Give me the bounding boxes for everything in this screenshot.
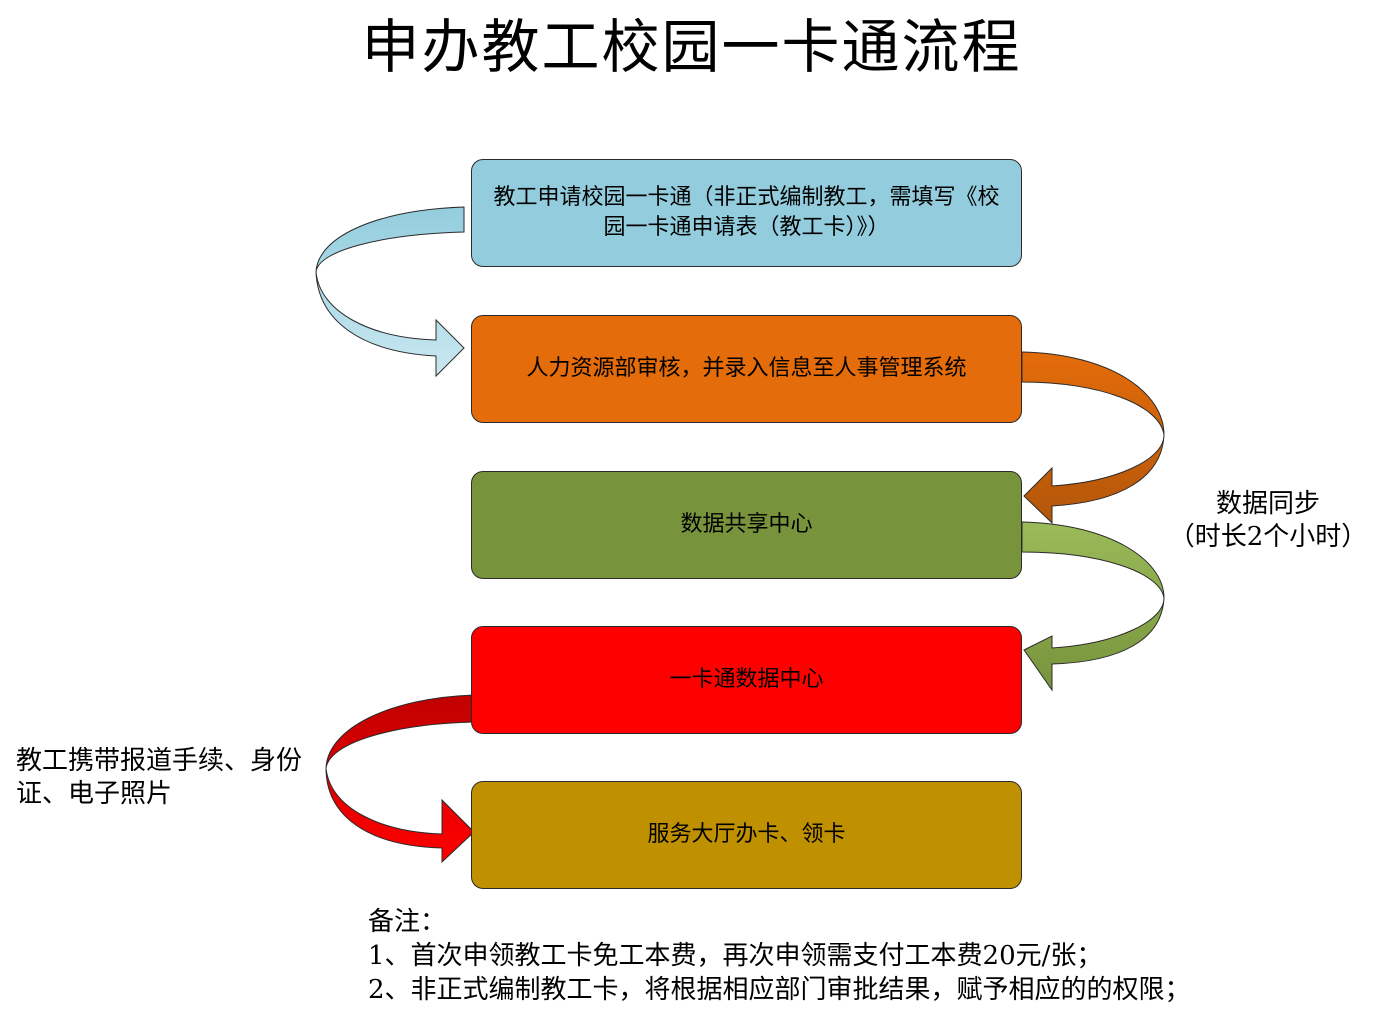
step-5-service-hall: 服务大厅办卡、领卡 [471,781,1022,889]
arrow-step1-to-step2 [315,206,465,378]
notes-heading: 备注： [368,907,447,937]
notes: 备注： 1、首次申领教工卡免工本费，再次申领需支付工本费20元/张； 2、非正式… [368,905,1191,1007]
step-4-card-data-center: 一卡通数据中心 [471,626,1022,734]
sync-annotation: 数据同步 （时长2个小时） [1168,488,1368,554]
sync-label: 数据同步 [1215,489,1320,519]
step-2-hr-review: 人力资源部审核，并录入信息至人事管理系统 [471,315,1022,423]
diagram-title: 申办教工校园一卡通流程 [361,13,1022,81]
step-3-data-sharing-center: 数据共享中心 [471,471,1022,579]
sync-duration: （时长2个小时） [1168,522,1368,552]
note-item: 1、首次申领教工卡免工本费，再次申领需支付工本费20元/张； [368,941,1103,971]
bring-documents-annotation: 教工携带报道手续、身份证、电子照片 [16,746,303,809]
step-1-apply: 教工申请校园一卡通（非正式编制教工，需填写《校园一卡通申请表（教工卡）》） [471,159,1022,267]
arrow-step2-to-step3 [1021,351,1165,525]
note-item: 2、非正式编制教工卡，将根据相应部门审批结果，赋予相应的的权限； [368,975,1191,1005]
arrow-step3-to-step4 [1021,521,1165,692]
arrow-step4-to-step5 [325,694,475,864]
